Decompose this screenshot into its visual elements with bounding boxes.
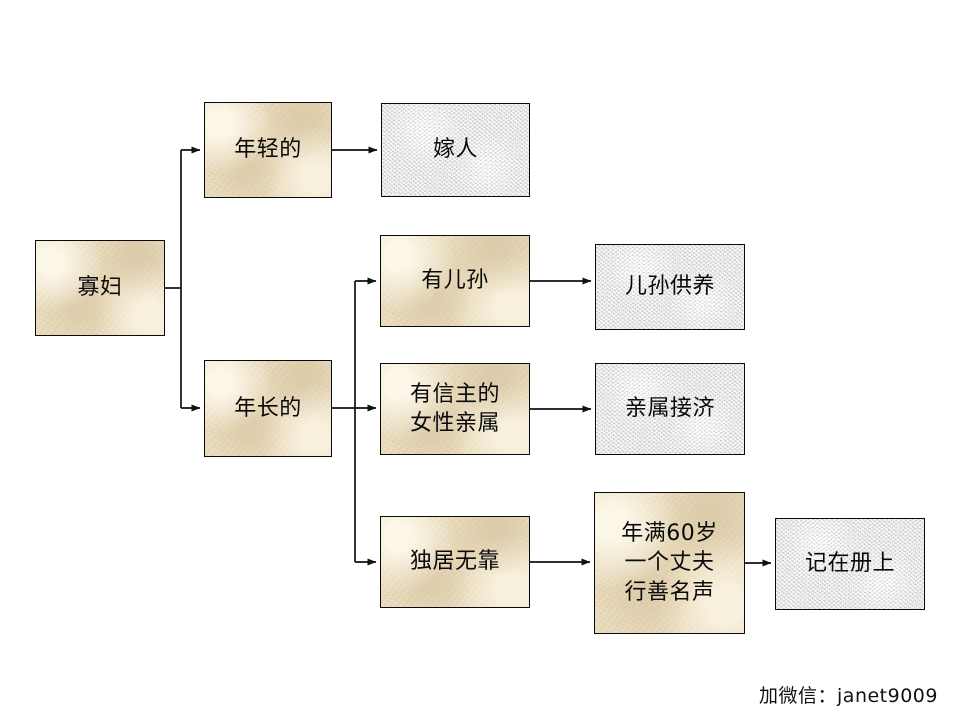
node-criteria[interactable]: 年满60岁 一个丈夫 行善名声: [594, 492, 745, 634]
node-remarry-label: 嫁人: [432, 137, 478, 163]
node-believing-relatives-label: 有信主的 女性亲属: [409, 381, 500, 436]
node-children-support[interactable]: 儿孙供养: [595, 244, 745, 330]
node-has-children[interactable]: 有儿孙: [380, 235, 530, 327]
node-relatives-help-label: 亲属接济: [624, 396, 715, 422]
node-criteria-label: 年满60岁 一个丈夫 行善名声: [621, 521, 718, 605]
node-has-children-label: 有儿孙: [421, 268, 489, 294]
node-enrolled-label: 记在册上: [804, 551, 895, 577]
node-young[interactable]: 年轻的: [204, 102, 332, 198]
node-widow[interactable]: 寡妇: [35, 240, 165, 336]
node-believing-relatives[interactable]: 有信主的 女性亲属: [380, 363, 530, 455]
node-older-label: 年长的: [234, 395, 302, 421]
node-remarry[interactable]: 嫁人: [381, 103, 530, 197]
watermark-text: 加微信：janet9009: [759, 685, 938, 707]
node-enrolled[interactable]: 记在册上: [775, 518, 925, 610]
node-relatives-help[interactable]: 亲属接济: [595, 363, 745, 455]
node-widow-label: 寡妇: [77, 275, 123, 301]
node-older[interactable]: 年长的: [204, 360, 332, 457]
node-alone-label: 独居无靠: [409, 549, 500, 575]
node-alone[interactable]: 独居无靠: [380, 516, 530, 608]
node-children-support-label: 儿孙供养: [624, 274, 715, 300]
node-young-label: 年轻的: [234, 137, 302, 163]
